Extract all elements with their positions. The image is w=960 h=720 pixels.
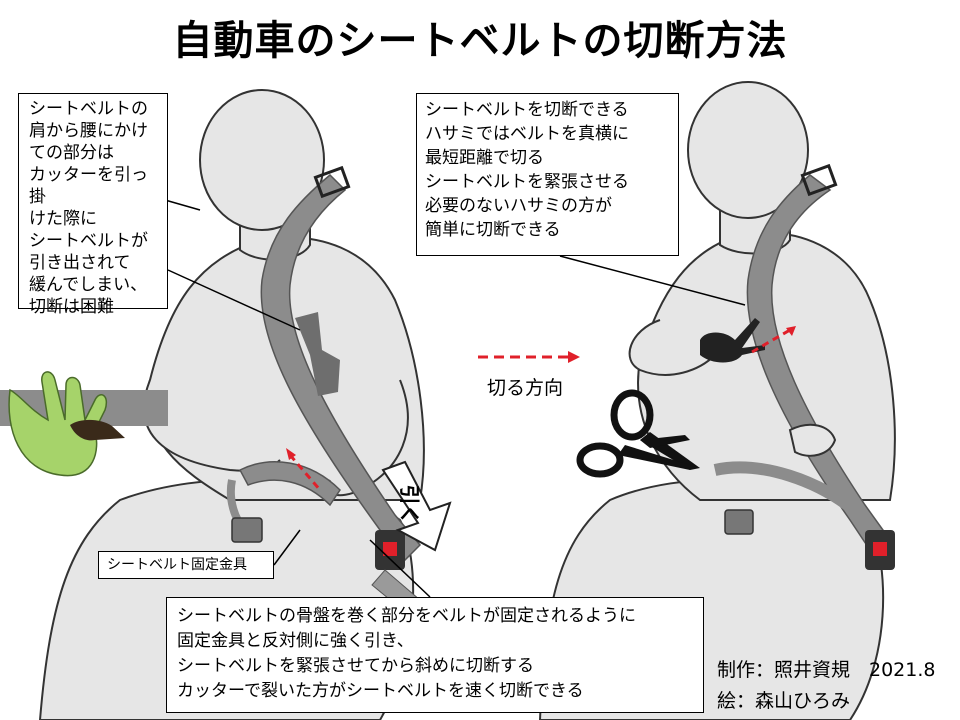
glove-cutter	[0, 371, 168, 477]
credit-author: 制作：照井資規 2021.8	[717, 659, 936, 681]
pull-label: 引く	[397, 484, 422, 525]
page-title: 自動車のシートベルトの切断方法	[172, 18, 788, 64]
cut-direction-label: 切る方向	[487, 377, 564, 399]
leader-lines	[164, 199, 746, 598]
scissors-icon	[576, 389, 700, 478]
label-fixture: シートベルト固定金具	[98, 551, 274, 579]
credit-illustrator: 絵：森山ひろみ	[717, 690, 851, 712]
cut-direction-arrow	[478, 351, 580, 363]
note-bottom: シートベルトの骨盤を巻く部分をベルトが固定されるように 固定金具と反対側に強く引…	[166, 597, 704, 713]
right-figure	[538, 81, 896, 720]
note-left: シートベルトの 肩から腰にかけ ての部分は カッターを引っ掛 けた際に シートベ…	[18, 93, 168, 317]
note-right: シートベルトを切断できる ハサミではベルトを真横に 最短距離で切る シートベルト…	[416, 93, 679, 256]
